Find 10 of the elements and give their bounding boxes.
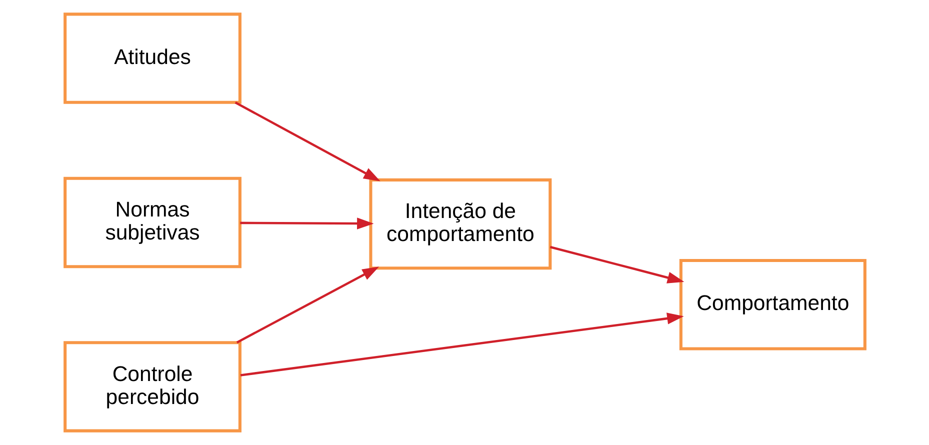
arrow — [234, 101, 380, 182]
node-box: Controle percebido — [63, 341, 241, 432]
arrow — [236, 266, 379, 344]
node-box: Atitudes — [63, 12, 241, 104]
arrow — [240, 218, 374, 230]
node-box: Normas subjetivas — [63, 176, 241, 268]
arrow — [240, 312, 684, 376]
arrow — [549, 246, 684, 284]
node-box: Comportamento — [678, 259, 866, 350]
node-box: Intenção de comportamento — [368, 178, 552, 270]
